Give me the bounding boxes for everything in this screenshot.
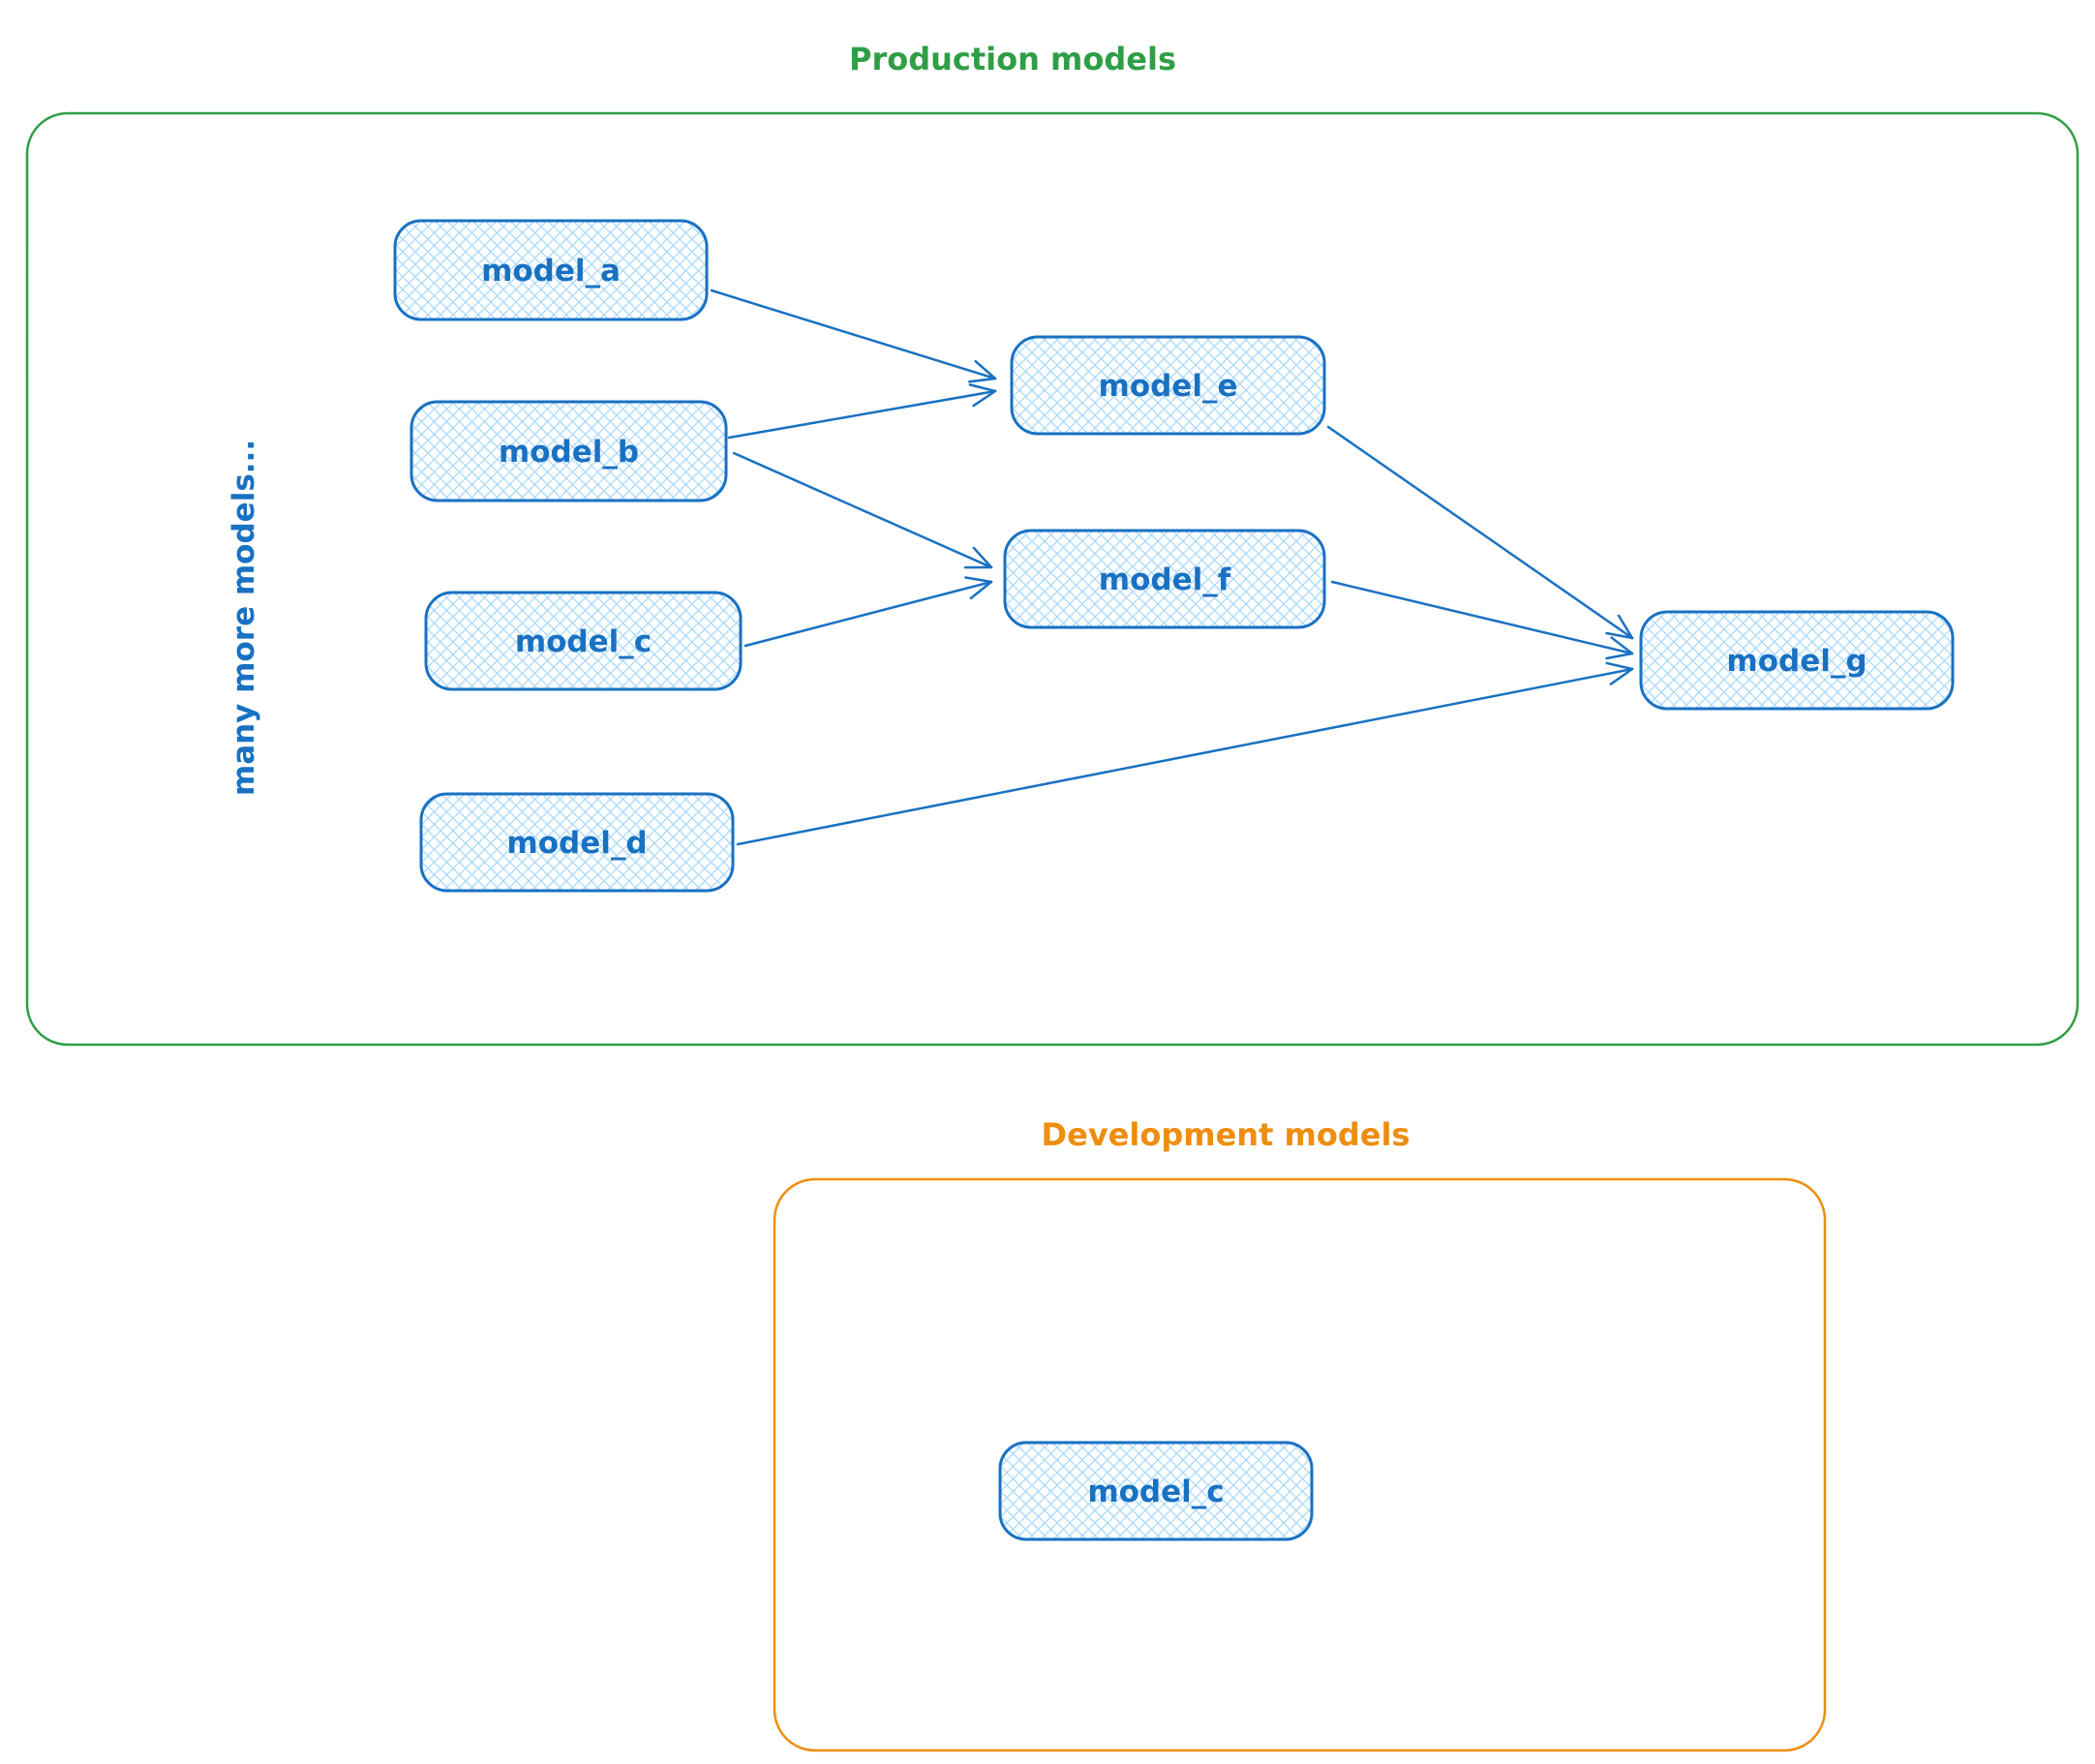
arrowhead-icon [974, 359, 997, 380]
arrowhead-icon [967, 377, 997, 383]
node-model_b-label: model_b [499, 435, 639, 470]
arrowhead-icon [1605, 631, 1634, 640]
edge-model_a-to-model_e[interactable] [710, 289, 997, 383]
edge-model_c-to-model_f[interactable] [744, 576, 993, 648]
node-model_c-box[interactable] [424, 591, 743, 691]
node-model_c_dev[interactable]: model_c [998, 1441, 1314, 1541]
node-model_e-box[interactable] [1010, 335, 1326, 436]
edge-line [710, 289, 997, 380]
arrowhead-icon [1605, 652, 1634, 660]
production-group-title: Production models [849, 41, 1176, 77]
edge-model_b-to-model_e[interactable] [727, 383, 997, 440]
node-model_a[interactable]: model_a [393, 219, 709, 321]
production-group: Production models [25, 41, 2080, 1047]
arrowhead-icon [964, 576, 993, 584]
edge-line [732, 451, 993, 569]
node-model_a-box[interactable] [393, 219, 709, 321]
many-more-models-note: many more models... [227, 440, 261, 796]
node-model_g-box[interactable] [1639, 610, 1955, 711]
node-model_b[interactable]: model_b [410, 400, 728, 502]
node-model_d-label: model_d [506, 826, 647, 861]
node-model_b-box[interactable] [410, 400, 728, 502]
development-group-title: Development models [1042, 1116, 1411, 1153]
arrowhead-icon [1617, 614, 1634, 640]
arrowhead-icon [972, 546, 993, 569]
arrowhead-icon [1609, 667, 1634, 685]
node-model_e-label: model_e [1099, 369, 1238, 404]
edge-model_f-to-model_g[interactable] [1330, 580, 1634, 660]
node-model_c-label: model_c [515, 624, 652, 659]
arrowhead-icon [968, 383, 997, 393]
arrowhead-icon [1610, 636, 1634, 655]
arrowhead-icon [969, 580, 993, 600]
node-model_a-label: model_a [481, 254, 621, 289]
node-model_c_dev-label: model_c [1087, 1475, 1224, 1509]
edge-line [736, 667, 1634, 846]
edge-model_e-to-model_g[interactable] [1326, 425, 1634, 640]
node-model_d[interactable]: model_d [419, 792, 735, 893]
edge-line [727, 389, 997, 440]
node-model_g[interactable]: model_g [1639, 610, 1955, 711]
node-model_d-box[interactable] [419, 792, 735, 893]
production-group-box[interactable] [25, 111, 2080, 1047]
development-group-box[interactable] [773, 1177, 1827, 1752]
arrowhead-icon [972, 389, 997, 408]
edge-line [1326, 425, 1634, 640]
node-model_c_dev-box[interactable] [998, 1441, 1314, 1541]
node-model_c[interactable]: model_c [424, 591, 743, 691]
node-model_e[interactable]: model_e [1010, 335, 1326, 436]
node-model_f-box[interactable] [1003, 529, 1326, 629]
edge-line [1330, 580, 1634, 655]
node-model_f[interactable]: model_f [1003, 529, 1326, 629]
node-model_f-label: model_f [1099, 563, 1231, 597]
edge-line [744, 580, 993, 648]
edge-model_b-to-model_f[interactable] [732, 451, 993, 569]
node-model_g-label: model_g [1726, 644, 1867, 679]
edge-model_d-to-model_g[interactable] [736, 661, 1634, 846]
arrowhead-icon [1605, 661, 1634, 671]
development-group: Development models [773, 1116, 1827, 1752]
